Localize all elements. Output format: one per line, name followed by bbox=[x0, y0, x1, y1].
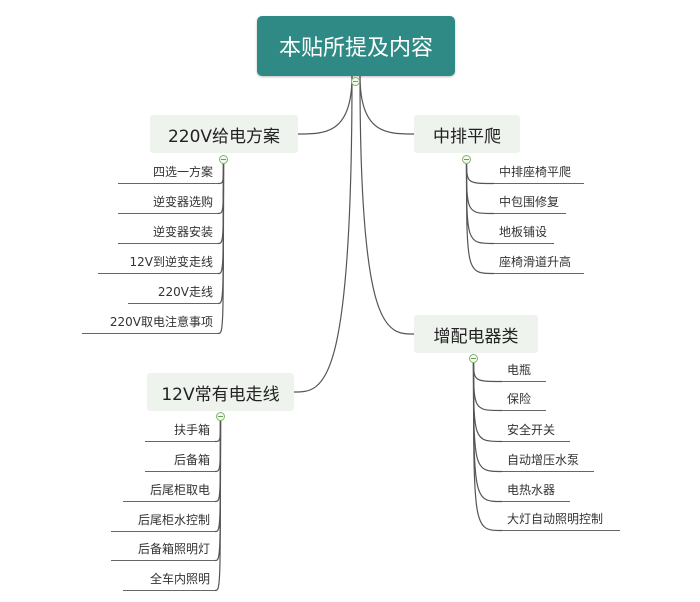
child-topic[interactable]: 全车内照明 bbox=[123, 569, 215, 591]
child-topic[interactable]: 220V走线 bbox=[128, 282, 218, 304]
branch-collapse-toggle[interactable] bbox=[462, 155, 471, 164]
child-topic[interactable]: 中包围修复 bbox=[494, 192, 566, 214]
branch-220v-power[interactable]: 220V给电方案 bbox=[150, 115, 298, 153]
child-topic[interactable]: 逆变器选购 bbox=[118, 192, 218, 214]
child-topic[interactable]: 逆变器安装 bbox=[118, 222, 218, 244]
child-connector bbox=[465, 159, 495, 245]
child-connector bbox=[472, 358, 503, 443]
child-topic[interactable]: 安全开关 bbox=[502, 420, 570, 442]
child-topic[interactable]: 后备箱 bbox=[145, 450, 215, 472]
child-connector bbox=[217, 159, 225, 275]
child-topic[interactable]: 自动增压水泵 bbox=[502, 450, 594, 472]
branch-collapse-toggle[interactable] bbox=[469, 354, 478, 363]
branch-connector bbox=[359, 75, 415, 335]
child-topic[interactable]: 保险 bbox=[502, 389, 546, 411]
branch-label: 增配电器类 bbox=[433, 326, 519, 347]
child-topic[interactable]: 地板铺设 bbox=[494, 222, 554, 244]
child-topic[interactable]: 电瓶 bbox=[502, 360, 546, 382]
child-topic[interactable]: 座椅滑道升高 bbox=[494, 252, 584, 274]
branch-connector bbox=[359, 75, 415, 135]
child-connector bbox=[214, 416, 222, 473]
branch-label: 220V给电方案 bbox=[167, 126, 281, 147]
child-connector bbox=[472, 358, 503, 383]
branch-connector bbox=[297, 75, 353, 135]
branch-label: 中排平爬 bbox=[433, 126, 501, 147]
child-connector bbox=[214, 416, 222, 592]
child-topic[interactable]: 大灯自动照明控制 bbox=[502, 509, 620, 531]
branch-collapse-toggle[interactable] bbox=[219, 155, 228, 164]
branch-connector bbox=[293, 75, 353, 393]
child-connector bbox=[217, 159, 225, 215]
child-connector bbox=[217, 159, 225, 245]
branch-added-appliances[interactable]: 增配电器类 bbox=[414, 315, 538, 353]
child-connector bbox=[465, 159, 495, 185]
root-topic-label: 本贴所提及内容 bbox=[278, 36, 433, 61]
child-connector bbox=[472, 358, 503, 532]
branch-12v-constant-power[interactable]: 12V常有电走线 bbox=[147, 373, 294, 411]
child-connector bbox=[217, 159, 225, 335]
branch-label: 12V常有电走线 bbox=[161, 384, 280, 405]
root-topic[interactable]: 本贴所提及内容 bbox=[257, 16, 455, 76]
branch-middle-row-flat[interactable]: 中排平爬 bbox=[414, 115, 520, 153]
child-topic[interactable]: 电热水器 bbox=[502, 480, 570, 502]
child-topic[interactable]: 后尾柜取电 bbox=[123, 480, 215, 502]
child-topic[interactable]: 后备箱照明灯 bbox=[111, 539, 215, 561]
child-connector bbox=[472, 358, 503, 503]
child-connector bbox=[217, 159, 225, 305]
child-connector bbox=[214, 416, 222, 562]
child-connector bbox=[214, 416, 222, 503]
child-connector bbox=[465, 159, 495, 275]
root-collapse-toggle[interactable] bbox=[351, 77, 360, 86]
child-topic[interactable]: 220V取电注意事项 bbox=[82, 312, 218, 334]
child-connector bbox=[472, 358, 503, 473]
child-topic[interactable]: 12V到逆变走线 bbox=[98, 252, 218, 274]
child-topic[interactable]: 中排座椅平爬 bbox=[494, 162, 584, 184]
child-connector bbox=[472, 358, 503, 412]
child-topic[interactable]: 扶手箱 bbox=[145, 420, 215, 442]
child-connector bbox=[214, 416, 222, 533]
branch-collapse-toggle[interactable] bbox=[216, 412, 225, 421]
child-topic[interactable]: 四选一方案 bbox=[118, 162, 218, 184]
child-connector bbox=[465, 159, 495, 215]
child-topic[interactable]: 后尾柜水控制 bbox=[111, 510, 215, 532]
